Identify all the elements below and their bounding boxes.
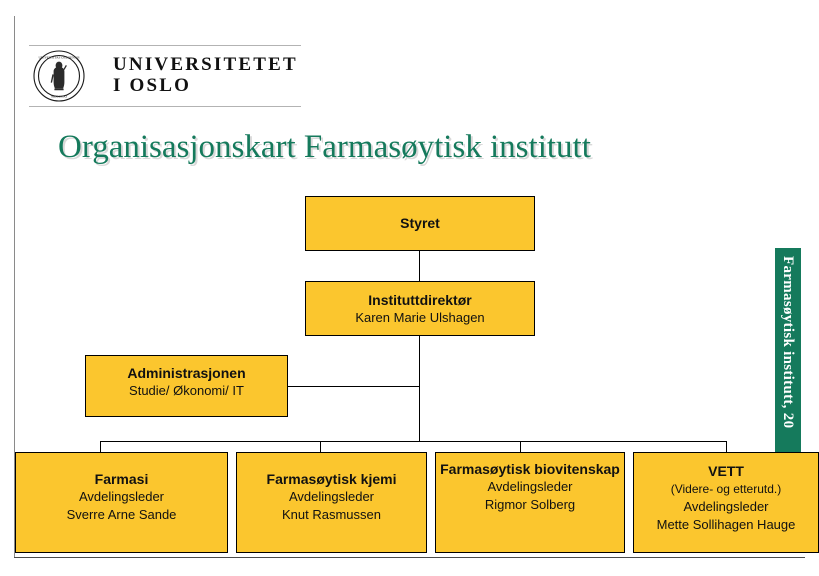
org-node-farmasoytisk-kjemi-role: Avdelingsleder bbox=[288, 489, 375, 504]
org-node-vett-name: Mette Sollihagen Hauge bbox=[656, 517, 796, 532]
org-node-vett[interactable]: VETT (Videre- og etterutd.) Avdelingsled… bbox=[633, 452, 819, 553]
connector-drop-farmasi bbox=[100, 441, 101, 452]
page-title: Organisasjonskart Farmasøytisk institutt bbox=[58, 129, 591, 165]
org-node-farmasi-title: Farmasi bbox=[94, 471, 149, 487]
org-node-administrasjonen-title: Administrasjonen bbox=[127, 365, 246, 381]
org-node-farmasoytisk-biovitenskap-role: Avdelingsleder bbox=[487, 479, 573, 494]
org-node-vett-role: Avdelingsleder bbox=[683, 499, 769, 514]
connector-drop-vett bbox=[726, 441, 727, 452]
uio-logo-header: UNIVERSITAS OSLOENSIS MDCCCXI UNIVERSITE… bbox=[29, 45, 301, 107]
org-node-farmasi-name: Sverre Arne Sande bbox=[66, 507, 177, 522]
connector-admin-to-trunk bbox=[288, 386, 420, 387]
org-node-farmasoytisk-biovitenskap-title: Farmasøytisk biovitenskap bbox=[440, 461, 620, 477]
header-rule-bottom bbox=[29, 106, 301, 107]
header-rule-top bbox=[29, 45, 301, 46]
org-node-farmasoytisk-kjemi[interactable]: Farmasøytisk kjemi Avdelingsleder Knut R… bbox=[236, 452, 427, 553]
slide-border-left bbox=[14, 16, 15, 558]
uio-wordmark: UNIVERSITETET I OSLO bbox=[113, 54, 298, 96]
org-node-instituttdirektor-name: Karen Marie Ulshagen bbox=[355, 310, 485, 325]
side-band-label: Farmasøytisk institutt, 20 bbox=[780, 256, 796, 429]
org-node-vett-note: (Videre- og etterutd.) bbox=[670, 482, 782, 496]
org-node-farmasoytisk-kjemi-title: Farmasøytisk kjemi bbox=[266, 471, 397, 487]
org-node-styret-title: Styret bbox=[400, 215, 440, 231]
connector-horizontal-bus bbox=[100, 441, 726, 442]
connector-drop-kjemi bbox=[320, 441, 321, 452]
connector-styret-to-direktor bbox=[419, 251, 420, 281]
org-node-instituttdirektor-title: Instituttdirektør bbox=[368, 292, 472, 308]
svg-text:MDCCCXI: MDCCCXI bbox=[51, 95, 68, 99]
org-node-vett-title: VETT bbox=[708, 463, 744, 479]
org-node-farmasoytisk-biovitenskap-name: Rigmor Solberg bbox=[484, 497, 576, 512]
wordmark-line-2: I OSLO bbox=[113, 75, 192, 96]
org-node-farmasi-role: Avdelingsleder bbox=[78, 489, 165, 504]
org-node-farmasoytisk-kjemi-name: Knut Rasmussen bbox=[282, 507, 381, 522]
uio-seal-icon: UNIVERSITAS OSLOENSIS MDCCCXI bbox=[33, 50, 85, 102]
org-node-instituttdirektor[interactable]: Instituttdirektør Karen Marie Ulshagen bbox=[305, 281, 535, 336]
org-node-styret[interactable]: Styret bbox=[305, 196, 535, 251]
org-node-farmasi[interactable]: Farmasi Avdelingsleder Sverre Arne Sande bbox=[15, 452, 228, 553]
connector-direktor-trunk bbox=[419, 336, 420, 441]
svg-text:UNIVERSITAS OSLOENSIS: UNIVERSITAS OSLOENSIS bbox=[38, 55, 79, 59]
slide-border-bottom bbox=[14, 557, 805, 558]
org-node-administrasjonen-sub: Studie/ Økonomi/ IT bbox=[129, 383, 244, 398]
org-node-administrasjonen[interactable]: Administrasjonen Studie/ Økonomi/ IT bbox=[85, 355, 288, 417]
org-node-farmasoytisk-biovitenskap[interactable]: Farmasøytisk biovitenskap Avdelingsleder… bbox=[435, 452, 625, 553]
wordmark-line-1: UNIVERSITETET bbox=[113, 54, 298, 75]
connector-drop-bio bbox=[520, 441, 521, 452]
